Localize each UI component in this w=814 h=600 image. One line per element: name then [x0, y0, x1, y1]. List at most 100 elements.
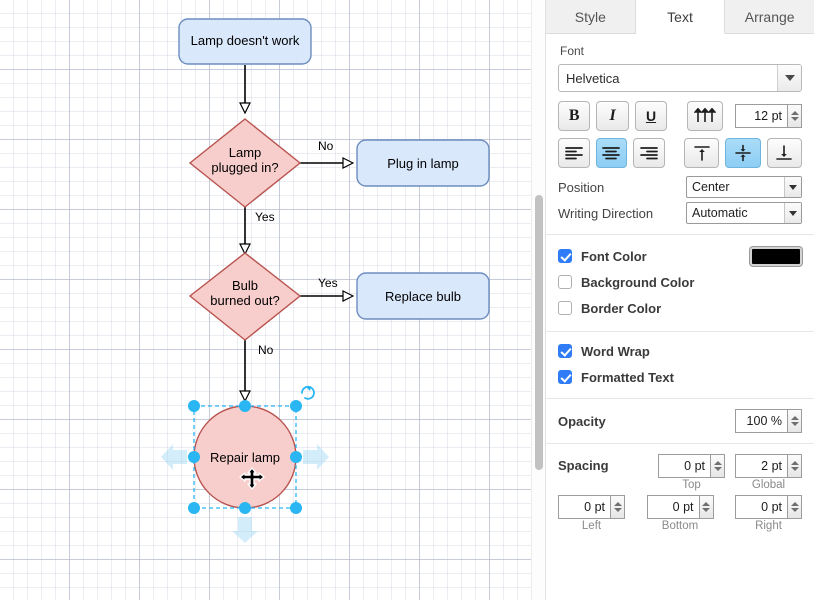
alignment-row — [558, 138, 802, 168]
position-chevron-down-icon[interactable] — [784, 177, 801, 197]
rotate-handle — [301, 385, 315, 400]
resize-handles — [188, 400, 302, 514]
font-color-row[interactable]: Font Color — [558, 243, 802, 269]
writing-direction-label: Writing Direction — [558, 205, 654, 221]
italic-button[interactable]: I — [596, 101, 629, 131]
node-plug-in-lamp — [356, 139, 490, 187]
diagram-svg — [161, 18, 490, 543]
font-style-row: B I U — [558, 101, 803, 131]
node-start — [178, 18, 312, 65]
position-select[interactable]: Center — [686, 176, 802, 198]
formatted-text-row[interactable]: Formatted Text — [558, 364, 802, 390]
background-color-checkbox[interactable] — [558, 275, 572, 289]
handle-se — [290, 502, 302, 514]
position-row: Position Center — [558, 176, 802, 198]
direction-arrow-left — [161, 444, 187, 470]
opacity-spin-buttons[interactable] — [787, 409, 802, 433]
spacing-global-cell: 2 pt Global — [735, 454, 802, 491]
opacity-value[interactable]: 100 % — [735, 409, 787, 433]
border-color-row[interactable]: Border Color — [558, 295, 802, 321]
spacing-right-caption: Right — [755, 520, 782, 532]
spacing-bottom-spin-buttons[interactable] — [698, 495, 714, 519]
spacing-top-value[interactable]: 0 pt — [658, 454, 710, 478]
word-wrap-row[interactable]: Word Wrap — [558, 338, 802, 364]
border-color-checkbox[interactable] — [558, 301, 572, 315]
spacing-right-spin-buttons[interactable] — [787, 495, 802, 519]
align-center-button[interactable] — [595, 138, 628, 168]
line-spacing-icon[interactable] — [686, 101, 724, 131]
spacing-right-value[interactable]: 0 pt — [735, 495, 787, 519]
move-cursor — [239, 467, 265, 490]
spacing-left-caption: Left — [581, 520, 602, 532]
tab-text[interactable]: Text — [635, 0, 726, 34]
border-color-label: Border Color — [581, 300, 662, 316]
font-size-stepper[interactable]: 12 pt — [735, 104, 803, 128]
canvas-vertical-scrollbar[interactable] — [531, 0, 545, 600]
spacing-top-spin-buttons[interactable] — [710, 454, 725, 478]
diagram-canvas[interactable]: Lamp doesn't work Lamp plugged in? Plug … — [0, 0, 546, 600]
spacing-left-cell: 0 pt Left — [558, 495, 625, 532]
underline-label: U — [645, 108, 657, 124]
opacity-label: Opacity — [558, 413, 606, 429]
node-repair-lamp — [193, 405, 297, 509]
spacing-bottom-stepper[interactable]: 0 pt — [646, 495, 714, 519]
position-label: Position — [558, 179, 605, 195]
spacing-bottom-caption: Bottom — [661, 520, 699, 532]
spacing-top-stepper[interactable]: 0 pt — [658, 454, 725, 478]
align-bottom-icon — [776, 145, 793, 160]
word-wrap-checkbox[interactable] — [558, 344, 572, 358]
spacing-global-spin-buttons[interactable] — [787, 454, 802, 478]
font-color-swatch[interactable] — [750, 246, 802, 266]
edge-label-plugged-no: No — [318, 139, 334, 153]
font-size-spin-buttons[interactable] — [787, 104, 803, 128]
handle-e — [290, 451, 302, 463]
align-center-icon — [602, 147, 621, 160]
spacing-left-value[interactable]: 0 pt — [558, 495, 610, 519]
text-toggles-section: Word Wrap Formatted Text — [546, 332, 814, 399]
tab-arrange[interactable]: Arrange — [725, 0, 814, 34]
spacing-global-value[interactable]: 2 pt — [735, 454, 787, 478]
valign-top-button[interactable] — [684, 138, 720, 168]
edge-label-burned-no: No — [258, 343, 274, 357]
font-section-title: Font — [560, 44, 585, 58]
align-left-button[interactable] — [558, 138, 590, 168]
font-color-checkbox[interactable] — [558, 249, 572, 263]
bold-button[interactable]: B — [558, 101, 591, 131]
format-panel-tabs: Style Text Arrange — [546, 0, 814, 34]
position-value: Center — [692, 180, 730, 194]
align-right-button[interactable] — [633, 138, 665, 168]
writing-direction-select[interactable]: Automatic — [686, 202, 802, 224]
underline-button[interactable]: U — [634, 101, 668, 131]
opacity-row: Opacity 100 % — [558, 409, 802, 433]
format-panel: Style Text Arrange Font Helvetica B I — [546, 0, 814, 600]
colors-section: Font Color Background Color Border Color — [546, 235, 814, 332]
direction-arrow-right — [303, 444, 329, 470]
scrollbar-thumb[interactable] — [535, 195, 543, 470]
valign-middle-button[interactable] — [725, 138, 761, 168]
handle-s — [239, 502, 251, 514]
valign-bottom-button[interactable] — [766, 138, 802, 168]
font-family-value: Helvetica — [566, 70, 620, 86]
tab-style[interactable]: Style — [546, 0, 636, 34]
writing-direction-chevron-down-icon[interactable] — [784, 203, 801, 223]
formatted-text-checkbox[interactable] — [558, 370, 572, 384]
handle-sw — [188, 502, 200, 514]
font-family-select[interactable]: Helvetica — [558, 64, 802, 92]
background-color-row[interactable]: Background Color — [558, 269, 802, 295]
line-spacing-glyph — [693, 108, 716, 122]
spacing-top-cell: 0 pt Top — [658, 454, 725, 491]
align-top-icon — [693, 146, 710, 161]
spacing-left-spin-buttons[interactable] — [610, 495, 625, 519]
spacing-bottom-value[interactable]: 0 pt — [646, 495, 699, 519]
writing-direction-row: Writing Direction Automatic — [558, 202, 802, 224]
spacing-right-stepper[interactable]: 0 pt — [735, 495, 802, 519]
format-panel-body: Font Helvetica B I U — [546, 34, 814, 600]
font-size-value[interactable]: 12 pt — [735, 104, 788, 128]
spacing-global-stepper[interactable]: 2 pt — [735, 454, 802, 478]
opacity-stepper[interactable]: 100 % — [735, 409, 802, 433]
spacing-left-stepper[interactable]: 0 pt — [558, 495, 625, 519]
chevron-down-icon[interactable] — [777, 65, 801, 91]
edge-label-plugged-yes: Yes — [255, 210, 275, 224]
spacing-section: Spacing 0 pt Top 2 pt Global — [546, 444, 814, 542]
